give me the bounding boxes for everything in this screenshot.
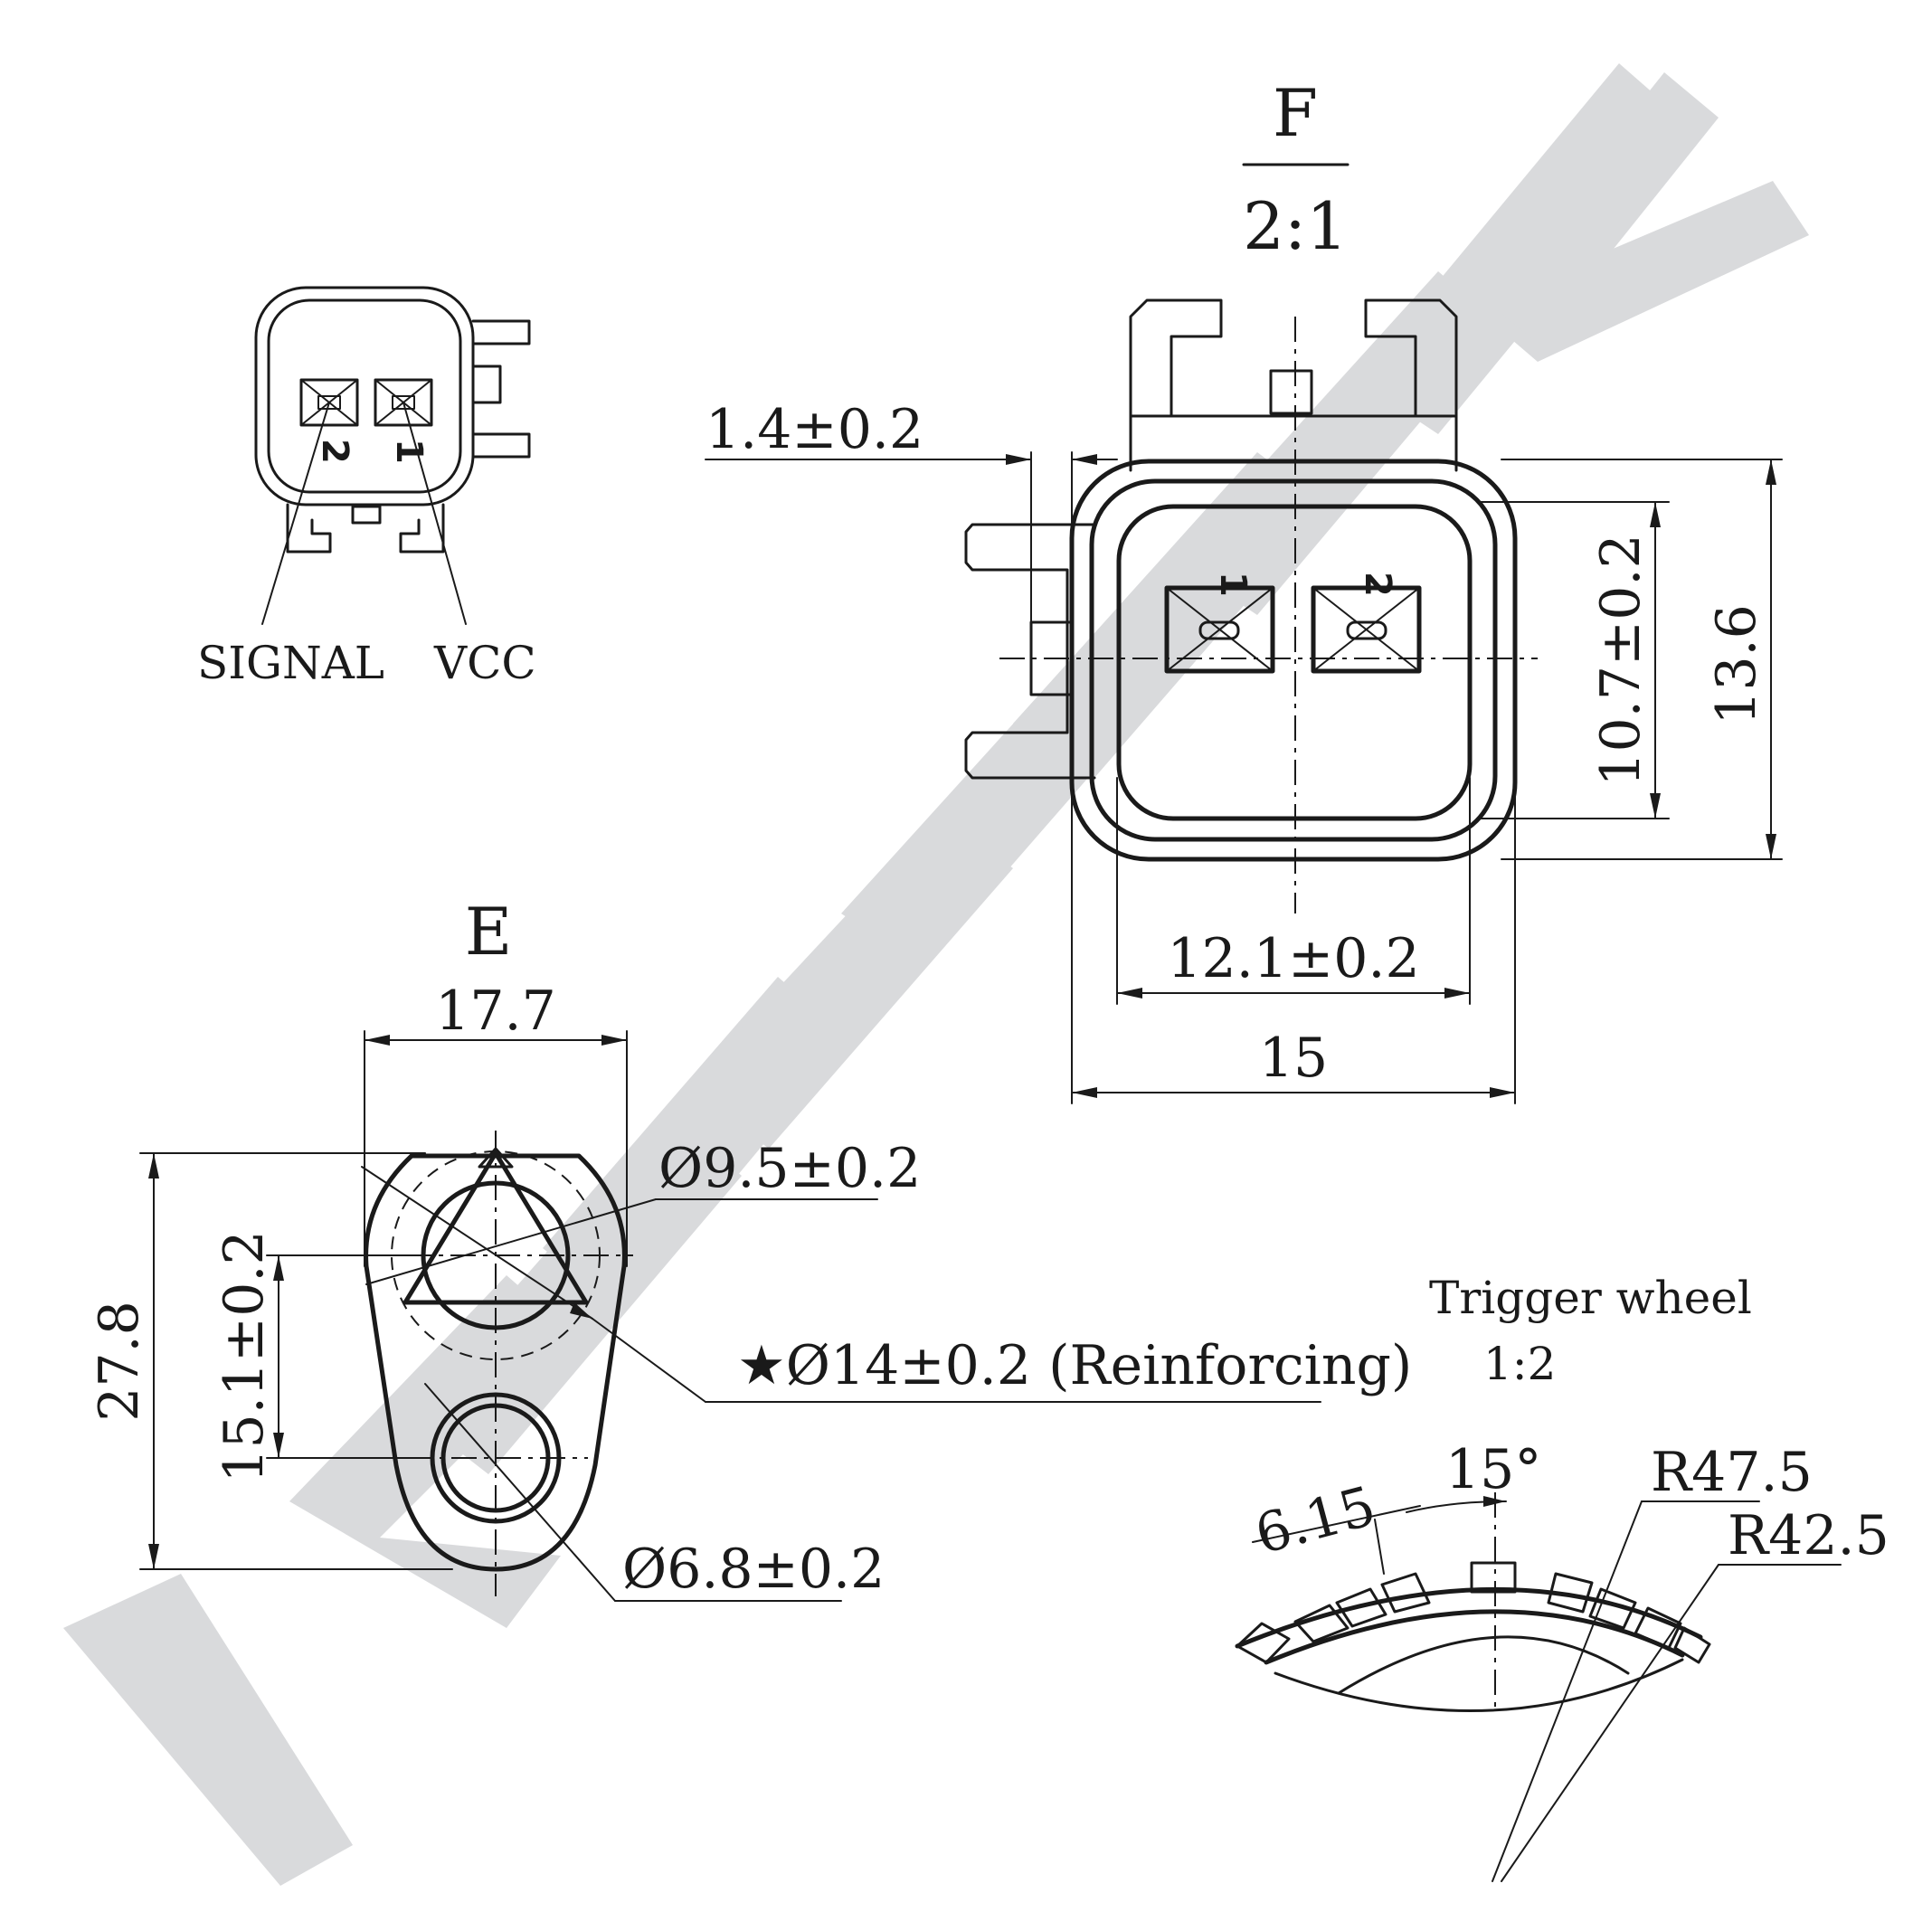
view-f: F 2:1 1 2 (705, 75, 1783, 1104)
view-e-dim-width: 17.7 (435, 980, 556, 1043)
trigger-wheel-scale: 1:2 (1483, 1338, 1556, 1390)
trigger-wheel-arc-outer (1235, 1586, 1703, 1649)
trigger-wheel-hub-arc (1337, 1635, 1630, 1695)
trigger-wheel-teeth (1236, 1561, 1711, 1664)
view-f-terminal-2: 2 (1311, 572, 1422, 674)
view-e-dim-height: 27.8 (88, 1301, 151, 1422)
view-f-pin-2-label: 2 (1357, 572, 1398, 597)
view-e-bracket (364, 1153, 627, 1572)
view-f-dim-inner-height: 10.7±0.2 (1589, 534, 1653, 786)
pinout-housing-outer (254, 286, 475, 506)
trigger-wheel-dim-tooth: 6.15 (1249, 1474, 1382, 1567)
view-f-dim-outer-width: 15 (1259, 1027, 1328, 1090)
view-e-dim-hole-spacing: 15.1±0.2 (213, 1230, 276, 1482)
view-f-terminal-1: 1 (1164, 572, 1275, 674)
trigger-wheel-dim-angle: 15° (1445, 1438, 1541, 1501)
view-e: E 17.7 27.8 (88, 894, 1412, 1602)
pinout-view: 2 1 SIGNAL VCC (197, 286, 536, 689)
view-e-dim-mount-hole: Ø6.8±0.2 (622, 1538, 885, 1601)
view-e-dim-reinforcing: ★Ø14±0.2 (Reinforcing) (737, 1334, 1412, 1397)
view-f-dim-lip: 1.4±0.2 (706, 398, 923, 461)
view-f-dim-outer-height: 13.6 (1705, 604, 1768, 725)
view-f-housing-outer (1069, 459, 1518, 862)
trigger-wheel-lower-arc (1274, 1658, 1684, 1713)
view-f-pin-1-label: 1 (1212, 572, 1254, 597)
view-f-scale: 2:1 (1243, 188, 1348, 264)
view-f-title: F (1273, 75, 1318, 151)
pinout-pin-2-mark: 2 (314, 439, 355, 464)
pinout-terminal-signal (299, 378, 359, 427)
vcc-leader-line (402, 402, 467, 625)
view-e-triangle (402, 1150, 589, 1305)
view-e-title: E (465, 894, 513, 970)
vcc-label: VCC (433, 637, 536, 689)
trigger-wheel-dim-inner-radius: R42.5 (1728, 1504, 1889, 1567)
view-f-housing-mid (1089, 478, 1498, 842)
pinout-pin-1-mark: 1 (388, 439, 430, 464)
view-f-dim-inner-width: 12.1±0.2 (1167, 927, 1419, 990)
trigger-wheel-arc-inner (1264, 1609, 1685, 1665)
signal-label: SIGNAL (197, 637, 384, 689)
trigger-wheel-title: Trigger wheel (1429, 1272, 1752, 1324)
trigger-wheel-dim-outer-radius: R47.5 (1651, 1441, 1813, 1504)
view-e-dim-sensor-dia: Ø9.5±0.2 (658, 1137, 921, 1200)
pinout-housing-inner (267, 298, 462, 494)
signal-leader-line (261, 402, 330, 625)
